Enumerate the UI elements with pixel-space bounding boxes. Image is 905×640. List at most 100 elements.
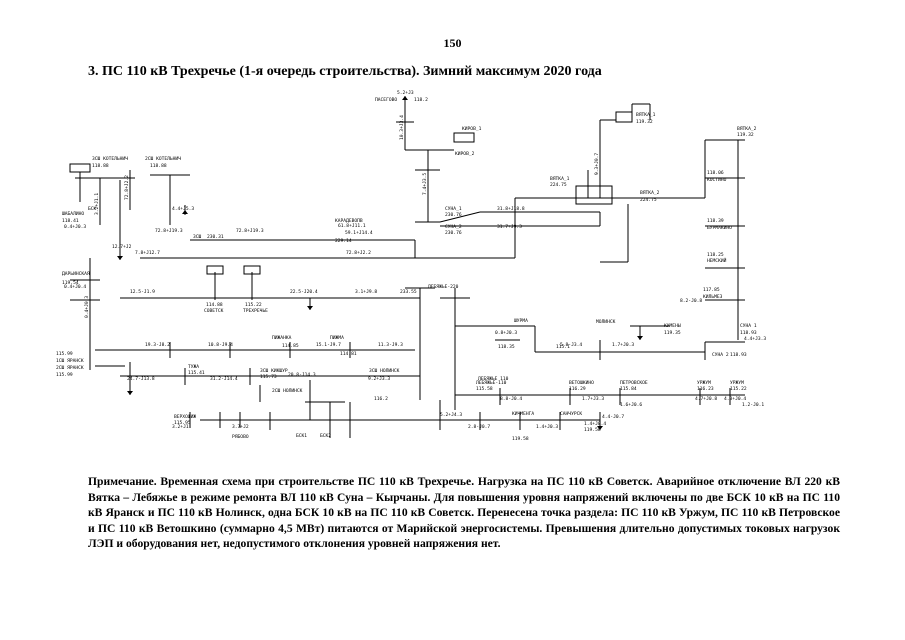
node-urzhum-voltage: 116.23 <box>697 386 714 392</box>
flow-label: 72.8+J19.3 <box>155 228 183 234</box>
node-bsk1: БСК1 <box>296 433 307 439</box>
node-kotelnich2: 2СШ КОТЕЛЬНИЧ <box>145 156 181 162</box>
flow-label: 4.4-J0.7 <box>602 414 624 420</box>
node-kikshur: ЗСШ КИКШУР <box>260 368 288 374</box>
node-lebyazhye-voltage: 233.55 <box>400 289 417 295</box>
node-kirov2: КИРОВ_2 <box>455 151 475 157</box>
flow-label: 3.2+J1.1 <box>94 193 100 215</box>
flow-label: 7.4+J3.5 <box>422 173 428 195</box>
node-shurma-voltage: 118.35 <box>498 344 515 350</box>
node-suna1: СУНА_1 <box>445 206 462 212</box>
node-kumeny-voltage: 119.35 <box>664 330 681 336</box>
flow-label: 72.8+J2.2 <box>124 175 130 200</box>
node-sanchursk: САНЧУРСК <box>560 411 582 417</box>
node-vyatka1: ВЯТКА_1 <box>636 112 656 118</box>
flow-label: 0.4+J0.4 <box>64 284 86 290</box>
flow-label: 31.7+J9.3 <box>497 224 522 230</box>
node-vetoshkino-voltage: 116.29 <box>569 386 586 392</box>
flow-label: 5.8-J3.4 <box>560 342 582 348</box>
node-shurma: ШУРМА <box>514 318 528 324</box>
node-pasegovo: ПАСЕГОВО <box>375 97 397 103</box>
node-urzhum: УРЖУМ <box>697 380 711 386</box>
node-bsk2: БСК2 <box>320 433 331 439</box>
node-nolinsk: ЗСШ НОЛИНСК <box>369 368 400 374</box>
node-tuzha-voltage: 115.41 <box>188 370 205 376</box>
node-sunsk1: СУНА 1 <box>740 323 757 329</box>
node-vyatka-bus2-voltage: 224.75 <box>640 197 657 203</box>
node-kostino: КОСТИНО <box>707 177 727 183</box>
node-vetoshkino: ВЕТОШКИНО <box>569 380 594 386</box>
node-lebyazhye110: ЛЕБЯЖЬЕ-110 <box>476 380 507 386</box>
node-vyatka-bus-voltage: 224.75 <box>550 182 567 188</box>
node-vyatka-bus: ВЯТКА_1 <box>550 176 570 182</box>
node-burmakino: БУРМАКИНО <box>707 225 732 231</box>
node-vyatka2-voltage: 119.32 <box>737 132 754 138</box>
flow-label: 9.3+J0.7 <box>594 153 600 175</box>
node-kichmenga: КИЧМЕНГА <box>512 411 534 417</box>
flow-label: 0.4+J0.3 <box>64 224 86 230</box>
flow-label: 5.2+J4.3 <box>440 412 462 418</box>
node-kotelnich-voltage2: 118.88 <box>92 163 109 169</box>
node-pasegovo-voltage: 118.2 <box>414 97 428 103</box>
node-trechreche-voltage: 115.22 <box>245 302 262 308</box>
flow-label: 4.7+J0.8 <box>695 396 717 402</box>
node-pizhma: ПИЖМА <box>330 335 344 341</box>
page-title: 3. ПС 110 кВ Трехречье (1-я очередь стро… <box>88 64 602 79</box>
node-yaransk-voltage: 115.99 <box>56 351 73 357</box>
node-sanchursk-voltage: 119.58 <box>584 427 601 433</box>
node-tuzha: ТУЖА <box>188 364 199 370</box>
node-trechreche: ТРЕХРЕЧЬЕ <box>243 308 268 314</box>
flow-label: 7.8+J12.7 <box>135 250 160 256</box>
node-suna2-voltage: 230.76 <box>445 230 462 236</box>
flow-label: 1.4+J0.4 <box>584 421 606 427</box>
node-sovetsk-voltage: 114.88 <box>206 302 223 308</box>
node-yaransk: 1СШ ЯРАНСК <box>56 358 84 364</box>
node-urzhum2-voltage: 115.22 <box>730 386 747 392</box>
node-daryinskaya-voltage: 119.54 <box>62 280 79 286</box>
node-lebyazhye110-voltage: 115.58 <box>476 386 493 392</box>
flow-label: 1.7+J3.3 <box>582 396 604 402</box>
node-top-flow: 5.2+J3 <box>397 90 414 96</box>
flow-label: 1.6+J0.6 <box>620 402 642 408</box>
page-number: 150 <box>443 36 462 50</box>
node-shabalino-voltage: 118.41 <box>62 218 79 224</box>
node-pizhma-voltage: 114.81 <box>340 351 357 357</box>
flow-label: 1.2-J0.1 <box>742 402 764 408</box>
node-petrovskoe: ПЕТРОВСКОЕ <box>620 380 648 386</box>
flow-label: 9.2+J3.3 <box>368 376 390 382</box>
node-sunsk: СУНА 2 <box>712 352 729 358</box>
node-daryinskaya: ДАРЬИНСКАЯ <box>62 271 90 277</box>
node-suna2: СУНА_2 <box>445 224 462 230</box>
node-nemsky-voltage: 118.25 <box>707 252 724 258</box>
node-yaransk2: 2СШ ЯРАНСК <box>56 365 84 371</box>
network-diagram: 5.2+J3 ПАСЕГОВО 118.2 КИРОВ_1 КИРОВ_2 ВЯ… <box>56 90 766 442</box>
node-ryabovo: РЯБОВО <box>232 434 249 440</box>
node-petrovskoe-voltage: 115.84 <box>620 386 637 392</box>
node-vlad-voltage: 230.31 <box>207 234 224 240</box>
flow-label: 12.5-J1.9 <box>130 289 155 295</box>
node-kumeny: КУМЕНЫ <box>664 323 681 329</box>
node-vyatka1-voltage: 119.32 <box>636 119 653 125</box>
flow-label: 2.8-J0.7 <box>468 424 490 430</box>
node-nemsky: НЕМСКИЙ <box>707 257 727 264</box>
flow-label: 72.8+J2.2 <box>346 250 371 256</box>
node-vyatka2: ВЯТКА_2 <box>737 126 757 132</box>
flow-label: 10.3+J3.4 <box>399 115 405 140</box>
flow-label: 19.3-J8.2 <box>145 342 170 348</box>
flow-label: 22.5-J20.4 <box>290 289 318 295</box>
flow-label: 3.7+J2 <box>232 424 249 430</box>
node-yaransk-voltage2: 115.99 <box>56 372 73 378</box>
node-vyatka-bus2: ВЯТКА_2 <box>640 190 660 196</box>
node-shabalino: ШАБАЛИНО <box>62 211 84 217</box>
node-sunsk-voltage: 118.93 <box>730 352 747 358</box>
node-molinsk: МОЛИНСК <box>596 319 616 325</box>
flow-label: 31.8+J18.8 <box>497 206 525 212</box>
flow-label: 3.1+J9.8 <box>355 289 377 295</box>
node-kotelnich: ЗСШ КОТЕЛЬНИЧ <box>92 156 128 162</box>
node-urzhum2: УРЖУМ <box>730 380 744 386</box>
node-kikshur-voltage: 115.73 <box>260 374 277 380</box>
flow-label: 4.3+J0.4 <box>724 396 746 402</box>
flow-label: 59.1+J14.4 <box>345 230 373 236</box>
node-karachevo: КАРАДЕВОПВ <box>335 218 363 224</box>
flow-label: 8.2-J0.8 <box>680 298 702 304</box>
